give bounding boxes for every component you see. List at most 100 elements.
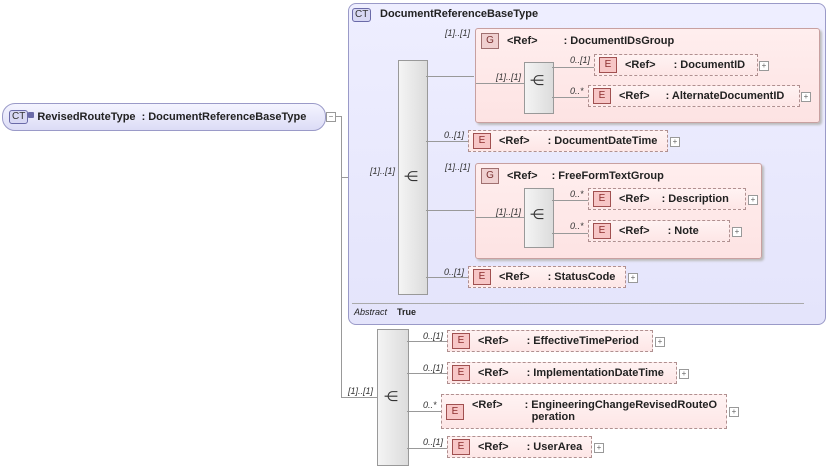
group-free-form-text[interactable] bbox=[475, 163, 762, 259]
element-implementation-date-time[interactable]: E <Ref> : ImplementationDateTime bbox=[447, 362, 677, 384]
multiplicity-label: 0..* bbox=[570, 86, 584, 96]
element-effective-time-period[interactable]: E <Ref> : EffectiveTimePeriod bbox=[447, 330, 653, 352]
base-type-title: DocumentReferenceBaseType bbox=[380, 8, 539, 20]
element-badge-icon: E bbox=[452, 333, 470, 349]
root-complex-type[interactable]: CT RevisedRouteType : DocumentReferenceB… bbox=[2, 103, 326, 131]
multiplicity-label: 0..[1] bbox=[423, 363, 444, 373]
group-name: : DocumentIDsGroup bbox=[563, 35, 675, 47]
multiplicity-label: [1]..[1] bbox=[348, 386, 374, 396]
multiplicity-label: 0..[1] bbox=[423, 437, 444, 447]
element-note[interactable]: E <Ref> : Note bbox=[588, 220, 730, 242]
ref-label: <Ref> bbox=[619, 225, 650, 237]
element-name: : AlternateDocumentID bbox=[665, 90, 785, 102]
sequence-compositor[interactable] bbox=[524, 188, 554, 248]
element-name: : ImplementationDateTime bbox=[526, 367, 664, 379]
group-badge-icon: G bbox=[481, 33, 499, 49]
abstract-label: Abstract bbox=[354, 307, 388, 317]
multiplicity-label: [1]..[1] bbox=[496, 72, 522, 82]
ref-label: <Ref> bbox=[478, 441, 509, 453]
element-badge-icon: E bbox=[473, 269, 491, 285]
element-name: : EffectiveTimePeriod bbox=[526, 335, 639, 347]
element-badge-icon: E bbox=[599, 57, 617, 73]
connector-line bbox=[341, 116, 342, 398]
multiplicity-label: [1]..[1] bbox=[370, 166, 396, 176]
root-type-separator: : bbox=[141, 111, 146, 123]
element-badge-icon: E bbox=[473, 133, 491, 149]
expand-icon[interactable]: + bbox=[655, 337, 665, 347]
element-description[interactable]: E <Ref> : Description bbox=[588, 188, 746, 210]
expand-icon[interactable]: + bbox=[759, 61, 769, 71]
element-engineering-change-revised-route-operation[interactable]: E <Ref> : EngineeringChangeRevisedRouteO… bbox=[441, 394, 727, 429]
element-name: : Note bbox=[667, 225, 699, 237]
element-name: : StatusCode bbox=[547, 271, 616, 283]
multiplicity-label: 0..* bbox=[570, 221, 584, 231]
element-badge-icon: E bbox=[452, 439, 470, 455]
expand-icon[interactable]: + bbox=[679, 369, 689, 379]
sequence-compositor[interactable] bbox=[377, 329, 409, 466]
ref-label: <Ref> bbox=[619, 90, 650, 102]
multiplicity-label: 0..[1] bbox=[444, 267, 465, 277]
multiplicity-label: 0..[1] bbox=[570, 55, 591, 65]
sequence-icon: ⋲ bbox=[404, 168, 418, 184]
element-document-id[interactable]: E <Ref> : DocumentID bbox=[594, 54, 758, 76]
connector-line bbox=[407, 341, 447, 342]
element-alternate-document-id[interactable]: E <Ref> : AlternateDocumentID bbox=[588, 85, 800, 107]
element-badge-icon: E bbox=[446, 404, 464, 420]
multiplicity-label: [1]..[1] bbox=[496, 207, 522, 217]
expand-icon[interactable]: + bbox=[628, 273, 638, 283]
multiplicity-label: [1]..[1] bbox=[445, 28, 471, 38]
element-status-code[interactable]: E <Ref> : StatusCode bbox=[468, 266, 626, 288]
ref-label: <Ref> bbox=[625, 59, 656, 71]
element-name-continued: peration bbox=[531, 411, 575, 423]
ref-label: <Ref> bbox=[619, 193, 650, 205]
root-type-name: RevisedRouteType bbox=[37, 111, 136, 123]
element-name-block: : EngineeringChangeRevisedRouteO peratio… bbox=[525, 399, 718, 423]
complex-type-badge-icon: CT bbox=[9, 110, 29, 124]
ref-label: <Ref> bbox=[499, 135, 530, 147]
element-name: : DocumentID bbox=[673, 59, 746, 71]
expand-icon[interactable]: + bbox=[732, 227, 742, 237]
multiplicity-label: [1]..[1] bbox=[445, 162, 471, 172]
element-name: : UserArea bbox=[526, 441, 583, 453]
element-document-date-time[interactable]: E <Ref> : DocumentDateTime bbox=[468, 130, 668, 152]
complex-type-badge-icon: CT bbox=[352, 8, 372, 22]
expand-icon[interactable]: + bbox=[594, 443, 604, 453]
attributes-icon bbox=[28, 112, 34, 118]
group-header: G <Ref> : DocumentIDsGroup bbox=[481, 33, 674, 49]
element-name: : Description bbox=[661, 193, 729, 205]
element-user-area[interactable]: E <Ref> : UserArea bbox=[447, 436, 592, 458]
connector-line bbox=[426, 76, 474, 77]
group-header: G <Ref> : FreeFormTextGroup bbox=[481, 168, 664, 184]
element-badge-icon: E bbox=[593, 223, 611, 239]
sequence-icon: ⋲ bbox=[384, 388, 398, 404]
sequence-compositor[interactable] bbox=[524, 62, 554, 114]
abstract-value: True bbox=[397, 307, 417, 317]
group-name: : FreeFormTextGroup bbox=[551, 170, 664, 182]
connector-line bbox=[407, 373, 447, 374]
sequence-compositor[interactable] bbox=[398, 60, 428, 295]
connector-line bbox=[476, 217, 524, 218]
expand-icon[interactable]: + bbox=[729, 407, 739, 417]
ref-label: <Ref> bbox=[499, 271, 530, 283]
multiplicity-label: 0..* bbox=[570, 189, 584, 199]
element-badge-icon: E bbox=[593, 191, 611, 207]
sequence-icon: ⋲ bbox=[530, 72, 544, 88]
element-name: : EngineeringChangeRevisedRouteO bbox=[524, 399, 718, 411]
element-name: : DocumentDateTime bbox=[547, 135, 658, 147]
connector-line bbox=[552, 200, 588, 201]
ref-label: <Ref> bbox=[478, 335, 509, 347]
element-badge-icon: E bbox=[593, 88, 611, 104]
expand-icon[interactable]: + bbox=[748, 195, 758, 205]
connector-line bbox=[426, 210, 474, 211]
collapse-icon[interactable]: − bbox=[326, 112, 336, 122]
connector-line bbox=[341, 397, 377, 398]
expand-icon[interactable]: + bbox=[801, 92, 811, 102]
connector-line bbox=[552, 233, 588, 234]
expand-icon[interactable]: + bbox=[670, 137, 680, 147]
connector-line bbox=[426, 277, 468, 278]
connector-line bbox=[552, 67, 594, 68]
element-badge-icon: E bbox=[452, 365, 470, 381]
connector-line bbox=[407, 448, 447, 449]
multiplicity-label: 0..* bbox=[423, 400, 437, 410]
sequence-icon: ⋲ bbox=[530, 206, 544, 222]
